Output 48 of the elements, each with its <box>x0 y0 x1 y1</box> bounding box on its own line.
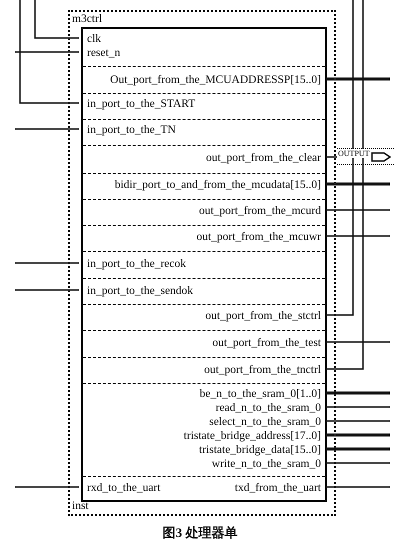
pin-label: out_port_from_the_test <box>212 337 321 350</box>
wire <box>15 289 79 291</box>
pin-label: read_n_to_the_sram_0 <box>216 402 321 415</box>
pin-label: tristate_bridge_address[17..0] <box>184 430 321 443</box>
pin-label: tristate_bridge_data[15..0] <box>199 444 321 457</box>
pin-label: out_port_from_the_stctrl <box>205 310 321 323</box>
wire <box>325 78 390 80</box>
pin-label: out_port_from_the_clear <box>206 152 321 165</box>
wire <box>325 341 390 343</box>
pin-label: reset_n <box>87 47 120 60</box>
pin-label: Out_port_from_the_MCUADDRESSP[15..0] <box>110 74 321 87</box>
pin-label: write_n_to_the_sram_0 <box>212 458 321 471</box>
pin-type-label: OUTPUT <box>338 149 370 158</box>
pin-label: in_port_to_the_TN <box>87 124 176 137</box>
pin-label: rxd_to_the_uart <box>87 482 160 495</box>
block-name: m3ctrl <box>72 13 102 26</box>
wire <box>34 0 79 39</box>
wire <box>15 486 79 488</box>
wire <box>325 434 390 436</box>
wire <box>325 209 390 211</box>
wire <box>325 448 390 450</box>
wire <box>325 235 390 237</box>
pin-label: be_n_to_the_sram_0[1..0] <box>200 388 321 401</box>
pin-label: bidir_port_to_and_from_the_mcudata[15..0] <box>114 179 321 192</box>
wire <box>15 262 79 264</box>
wire <box>15 51 79 53</box>
pin-label: select_n_to_the_sram_0 <box>209 416 321 429</box>
pin-label: in_port_to_the_recok <box>87 258 186 271</box>
wire <box>325 0 364 370</box>
pin-label: in_port_to_the_START <box>87 98 196 111</box>
pin-label: in_port_to_the_sendok <box>87 285 194 298</box>
pin-label: txd_from_the_uart <box>234 482 321 495</box>
pin-label: out_port_from_the_mcuwr <box>196 231 321 244</box>
wire <box>325 406 390 408</box>
wire <box>325 486 390 488</box>
pin-label: out_port_from_the_tnctrl <box>204 364 321 377</box>
wire <box>325 420 390 422</box>
wire <box>15 128 79 130</box>
pin-label: out_port_from_the_mcurd <box>198 205 321 218</box>
figure-caption: 图3 处理器单 <box>162 525 238 541</box>
output-pin <box>337 148 394 165</box>
wire <box>325 392 390 394</box>
pin-label: clk <box>87 33 102 46</box>
instance-label: inst <box>72 500 89 513</box>
wire <box>19 0 79 104</box>
wire <box>325 462 390 464</box>
wire <box>325 182 390 186</box>
wire <box>325 0 354 316</box>
